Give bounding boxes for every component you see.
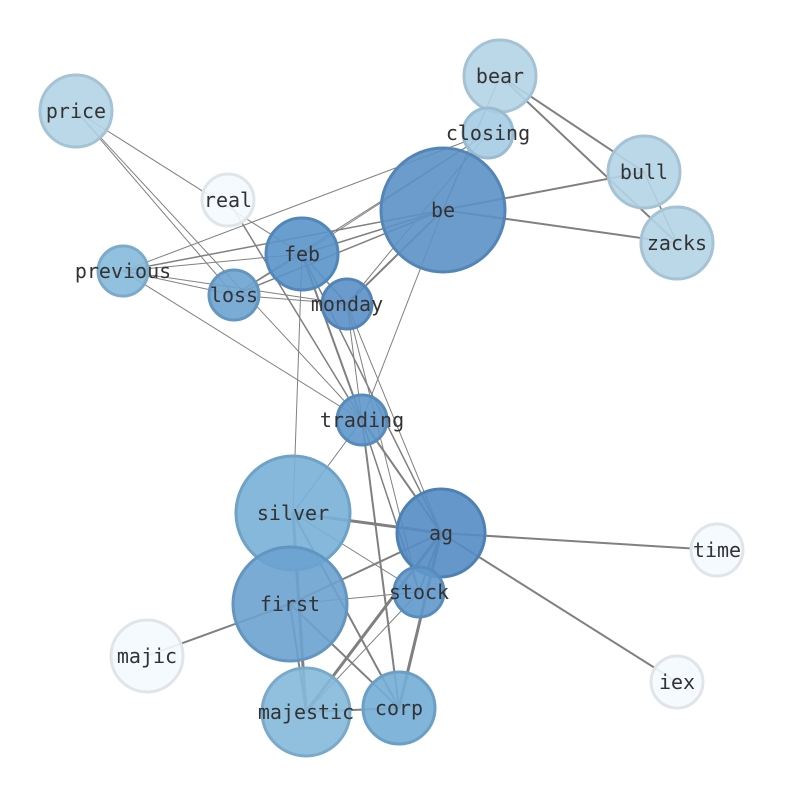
graph-nodes: bear closing price bull real be zacks feb previo…	[38, 38, 745, 758]
node-circle-time	[689, 522, 745, 578]
node-label-closing: closing	[446, 121, 530, 145]
node-circle-zacks	[639, 205, 715, 281]
edge-bear-zacks	[499, 75, 678, 244]
node-label-ag: ag	[429, 521, 453, 545]
node-trading: trading	[320, 393, 404, 447]
node-circle-previous	[96, 244, 150, 298]
node-circle-loss	[207, 268, 261, 322]
node-circle-feb	[264, 216, 340, 292]
node-monday: monday	[311, 277, 383, 331]
node-label-time: time	[693, 538, 741, 562]
node-label-monday: monday	[311, 292, 383, 316]
node-circle-be	[379, 146, 507, 274]
node-circle-corp	[361, 670, 437, 746]
node-time: time	[689, 522, 745, 578]
node-circle-majestic	[260, 666, 352, 758]
node-stock: stock	[389, 565, 449, 619]
node-bear: bear	[462, 38, 538, 114]
node-circle-bull	[606, 134, 682, 210]
node-label-price: price	[46, 99, 106, 123]
node-label-trading: trading	[320, 408, 404, 432]
node-circle-stock	[392, 565, 446, 619]
edge-previous-trading	[122, 270, 363, 421]
node-circle-price	[38, 73, 114, 149]
node-label-first: first	[260, 592, 320, 616]
node-circle-monday	[320, 277, 374, 331]
node-circle-real	[200, 172, 256, 228]
node-circle-ag	[395, 487, 487, 579]
node-label-be: be	[431, 198, 455, 222]
node-circle-closing	[461, 106, 515, 160]
node-label-majestic: majestic	[258, 700, 354, 724]
node-first: first	[231, 545, 349, 663]
node-iex: iex	[649, 654, 705, 710]
node-majestic: majestic	[258, 666, 354, 758]
node-label-feb: feb	[284, 242, 320, 266]
node-label-bull: bull	[620, 160, 668, 184]
edge-price-loss	[75, 110, 235, 296]
node-circle-first	[231, 545, 349, 663]
edge-price-feb	[75, 110, 303, 255]
node-previous: previous	[75, 244, 171, 298]
node-ag: ag	[395, 487, 487, 579]
node-corp: corp	[361, 670, 437, 746]
edge-ag-time	[440, 532, 718, 551]
node-label-majic: majic	[117, 644, 177, 668]
node-loss: loss	[207, 268, 261, 322]
node-label-real: real	[204, 188, 252, 212]
node-real: real	[200, 172, 256, 228]
node-circle-iex	[649, 654, 705, 710]
node-feb: feb	[264, 216, 340, 292]
node-label-zacks: zacks	[647, 231, 707, 255]
node-majic: majic	[109, 618, 185, 694]
node-closing: closing	[446, 106, 530, 160]
node-label-loss: loss	[210, 283, 258, 307]
node-circle-trading	[335, 393, 389, 447]
edge-ag-iex	[440, 532, 678, 683]
node-label-iex: iex	[659, 670, 695, 694]
node-be: be	[379, 146, 507, 274]
node-label-corp: corp	[375, 696, 423, 720]
node-label-bear: bear	[476, 64, 524, 88]
edge-real-trading	[227, 199, 363, 421]
edge-trading-corp	[361, 419, 400, 709]
node-label-silver: silver	[257, 501, 329, 525]
node-label-stock: stock	[389, 580, 449, 604]
node-bull: bull	[606, 134, 682, 210]
edge-price-trading	[75, 110, 363, 421]
node-price: price	[38, 73, 114, 149]
node-circle-majic	[109, 618, 185, 694]
node-label-previous: previous	[75, 259, 171, 283]
node-zacks: zacks	[639, 205, 715, 281]
